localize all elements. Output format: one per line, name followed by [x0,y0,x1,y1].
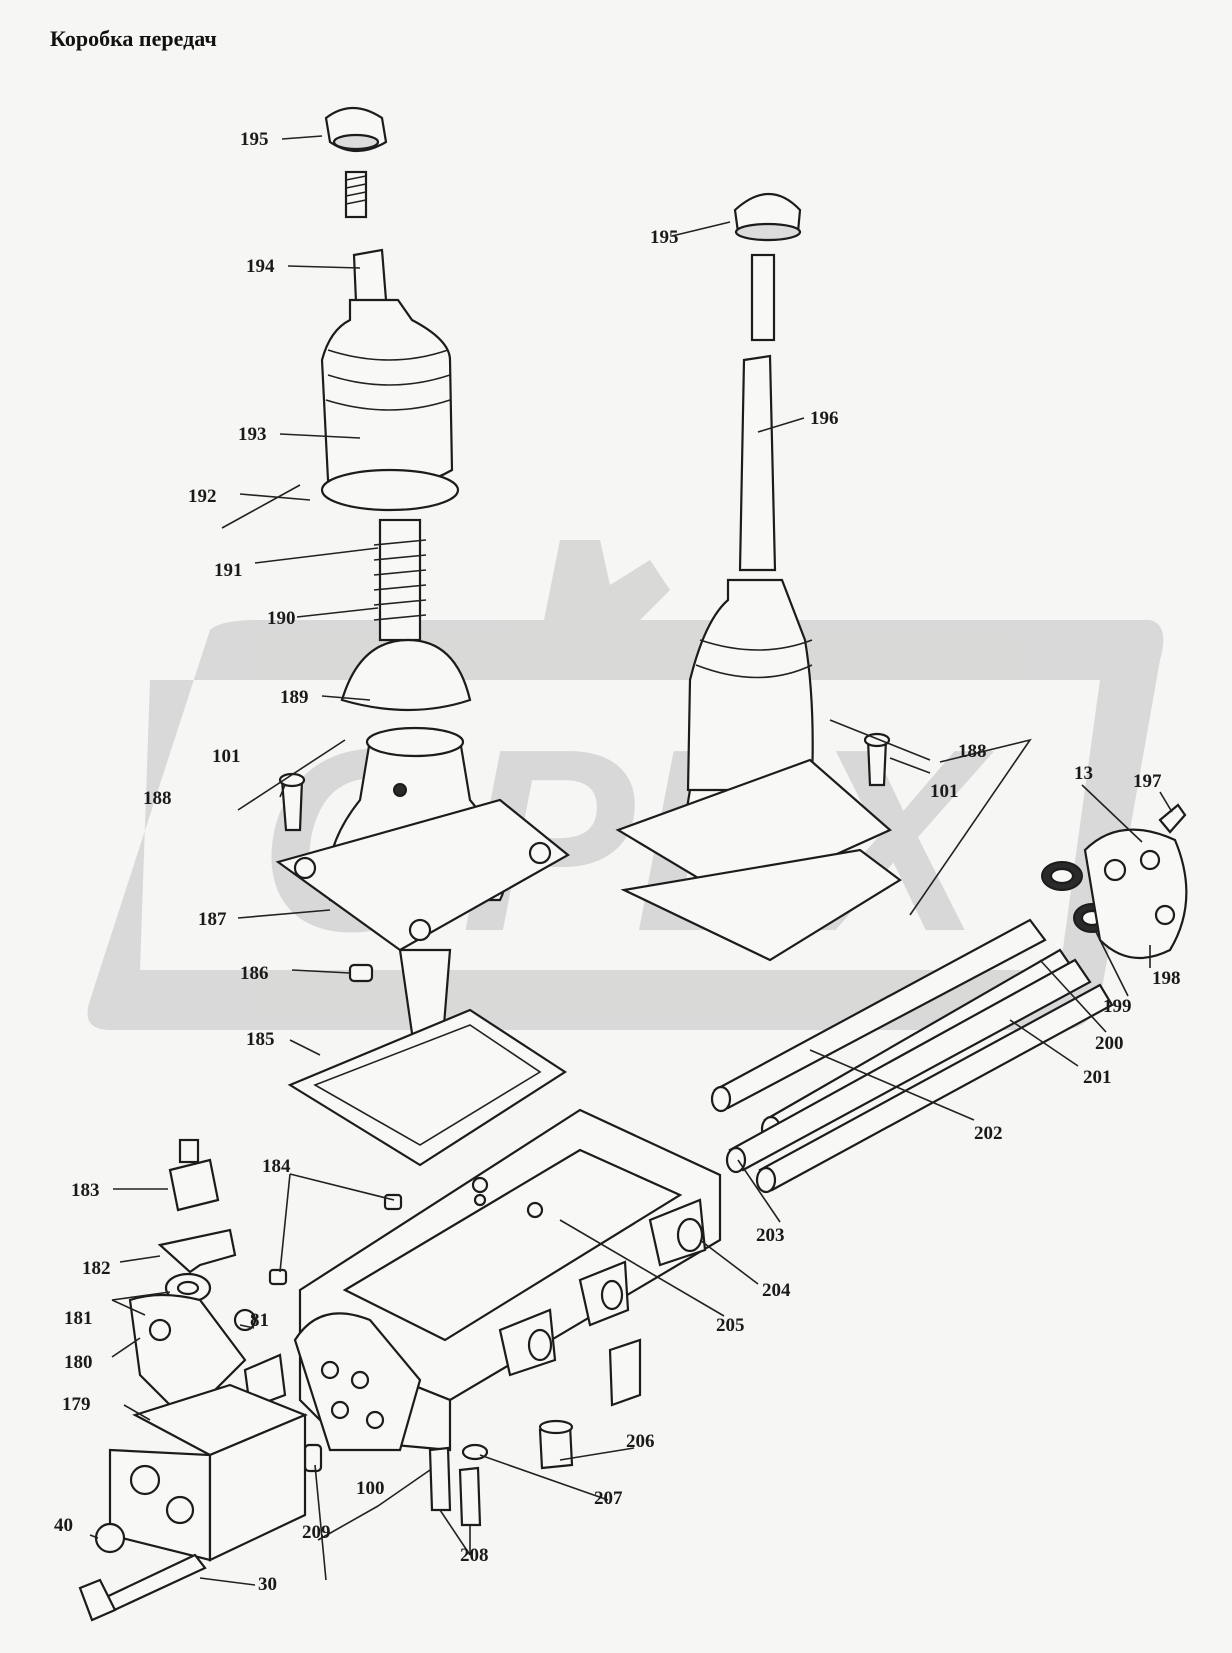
callout-199: 199 [1103,996,1132,1017]
bolt-197 [1158,803,1187,834]
callout-101-right: 101 [930,781,959,802]
callout-100: 100 [356,1478,385,1499]
gasket-185 [287,1008,568,1167]
leader-lines [89,135,1173,1586]
callout-180: 180 [64,1352,93,1373]
switch-183 [168,1158,220,1212]
callout-labels: 195 194 193 192 191 190 189 101 188 187 … [54,129,1181,1595]
callout-188-left: 188 [143,788,172,809]
callout-198: 198 [1152,968,1181,989]
bottom-plugs [428,1419,574,1527]
callout-209: 209 [302,1522,331,1543]
callout-81: 81 [250,1310,269,1331]
block-179-front [108,1448,212,1562]
gasket-right [620,848,902,962]
callout-185: 185 [246,1029,275,1050]
right-lever-assembly [615,192,1032,962]
callout-187: 187 [198,909,227,930]
switch-parts [128,1138,403,1473]
housing-opening [342,1148,683,1342]
bolt-208b [458,1466,482,1527]
callout-205: 205 [716,1315,745,1336]
callout-196: 196 [810,408,839,429]
spring-190 [373,539,427,621]
callout-182: 182 [82,1258,111,1279]
callout-193: 193 [238,424,267,445]
pin-186 [348,963,374,983]
callout-13: 13 [1074,763,1093,784]
callout-203: 203 [756,1225,785,1246]
flange-hole-2 [528,841,552,865]
pin-184a [383,1193,403,1211]
flange-plate-187 [275,798,570,952]
housing-collar-left [365,726,465,758]
callout-201: 201 [1083,1067,1112,1088]
shift-rails-assembly [710,803,1188,1194]
ball-205a [471,1176,489,1194]
diagram-title: Коробка передач [50,26,217,51]
callout-195-right: 195 [650,227,679,248]
lever-rod-196-thread [750,253,776,342]
callout-181: 181 [64,1308,93,1329]
flange-hole-1 [293,856,317,880]
gearbox-housing [293,1108,722,1452]
lockwire-188-right [829,719,931,761]
lever-rod-194 [352,248,388,304]
callout-179: 179 [62,1394,91,1415]
callout-40: 40 [54,1515,73,1536]
bolt-101-left [280,778,304,832]
lockwire-188-left [237,739,346,811]
wire-192 [221,484,301,529]
housing-hole-left [393,783,407,797]
pin-209 [303,1443,323,1473]
ball-205b [526,1201,544,1219]
callout-189: 189 [280,687,309,708]
flange-hole-3 [408,918,432,942]
boot-ring-192 [320,468,460,512]
dome-189 [340,638,472,712]
callout-206: 206 [626,1431,655,1452]
spring-shaft-191 [378,518,422,642]
boss-right [608,1338,642,1407]
callout-204: 204 [762,1280,791,1301]
callout-200: 200 [1095,1033,1124,1054]
lever-rod-196 [738,354,777,572]
callout-183: 183 [71,1180,100,1201]
callout-101-left: 101 [212,746,241,767]
callout-207: 207 [594,1488,623,1509]
rubber-boot-193 [320,298,454,490]
callout-194: 194 [246,256,275,277]
block-179-side [208,1413,307,1562]
bolt-208a [428,1446,452,1512]
block-179 [78,1383,308,1622]
bracket-182 [157,1228,237,1274]
watermark-gear [540,540,690,640]
callout-30: 30 [258,1574,277,1595]
callout-195-left: 195 [240,129,269,150]
callout-184: 184 [262,1156,291,1177]
callout-192: 192 [188,486,217,507]
left-lever-assembly [221,107,570,1167]
callout-190: 190 [267,608,296,629]
callout-186: 186 [240,963,269,984]
callout-188-right: 188 [958,741,987,762]
bolt-30 [98,1553,207,1614]
pin-184b [268,1268,288,1286]
flange-plate-right [615,758,893,902]
callout-202: 202 [974,1123,1003,1144]
callout-208: 208 [460,1545,489,1566]
knob-195-left-bottom [332,133,380,151]
ball-205c [473,1193,487,1207]
callout-191: 191 [214,560,243,581]
callout-197: 197 [1133,771,1162,792]
plug-40 [94,1522,126,1554]
